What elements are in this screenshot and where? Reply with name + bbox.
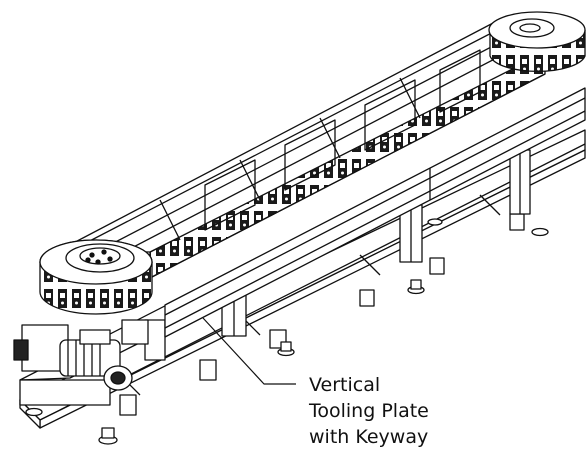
top-deck [59, 21, 561, 255]
callout-line-3: with Keyway [309, 426, 429, 448]
callout-line-1: Vertical [309, 374, 381, 396]
support-legs [144, 149, 531, 361]
leveling-feet [25, 218, 549, 445]
drive-motor [13, 319, 149, 391]
tooling-plate [164, 87, 586, 338]
callout-line-2: Tooling Plate [309, 400, 429, 422]
left-turnaround [39, 239, 153, 315]
callout-leader [202, 317, 296, 385]
tooling-plate-callout: Vertical Tooling Plate with Keyway [309, 372, 579, 450]
right-turnaround [488, 11, 586, 73]
